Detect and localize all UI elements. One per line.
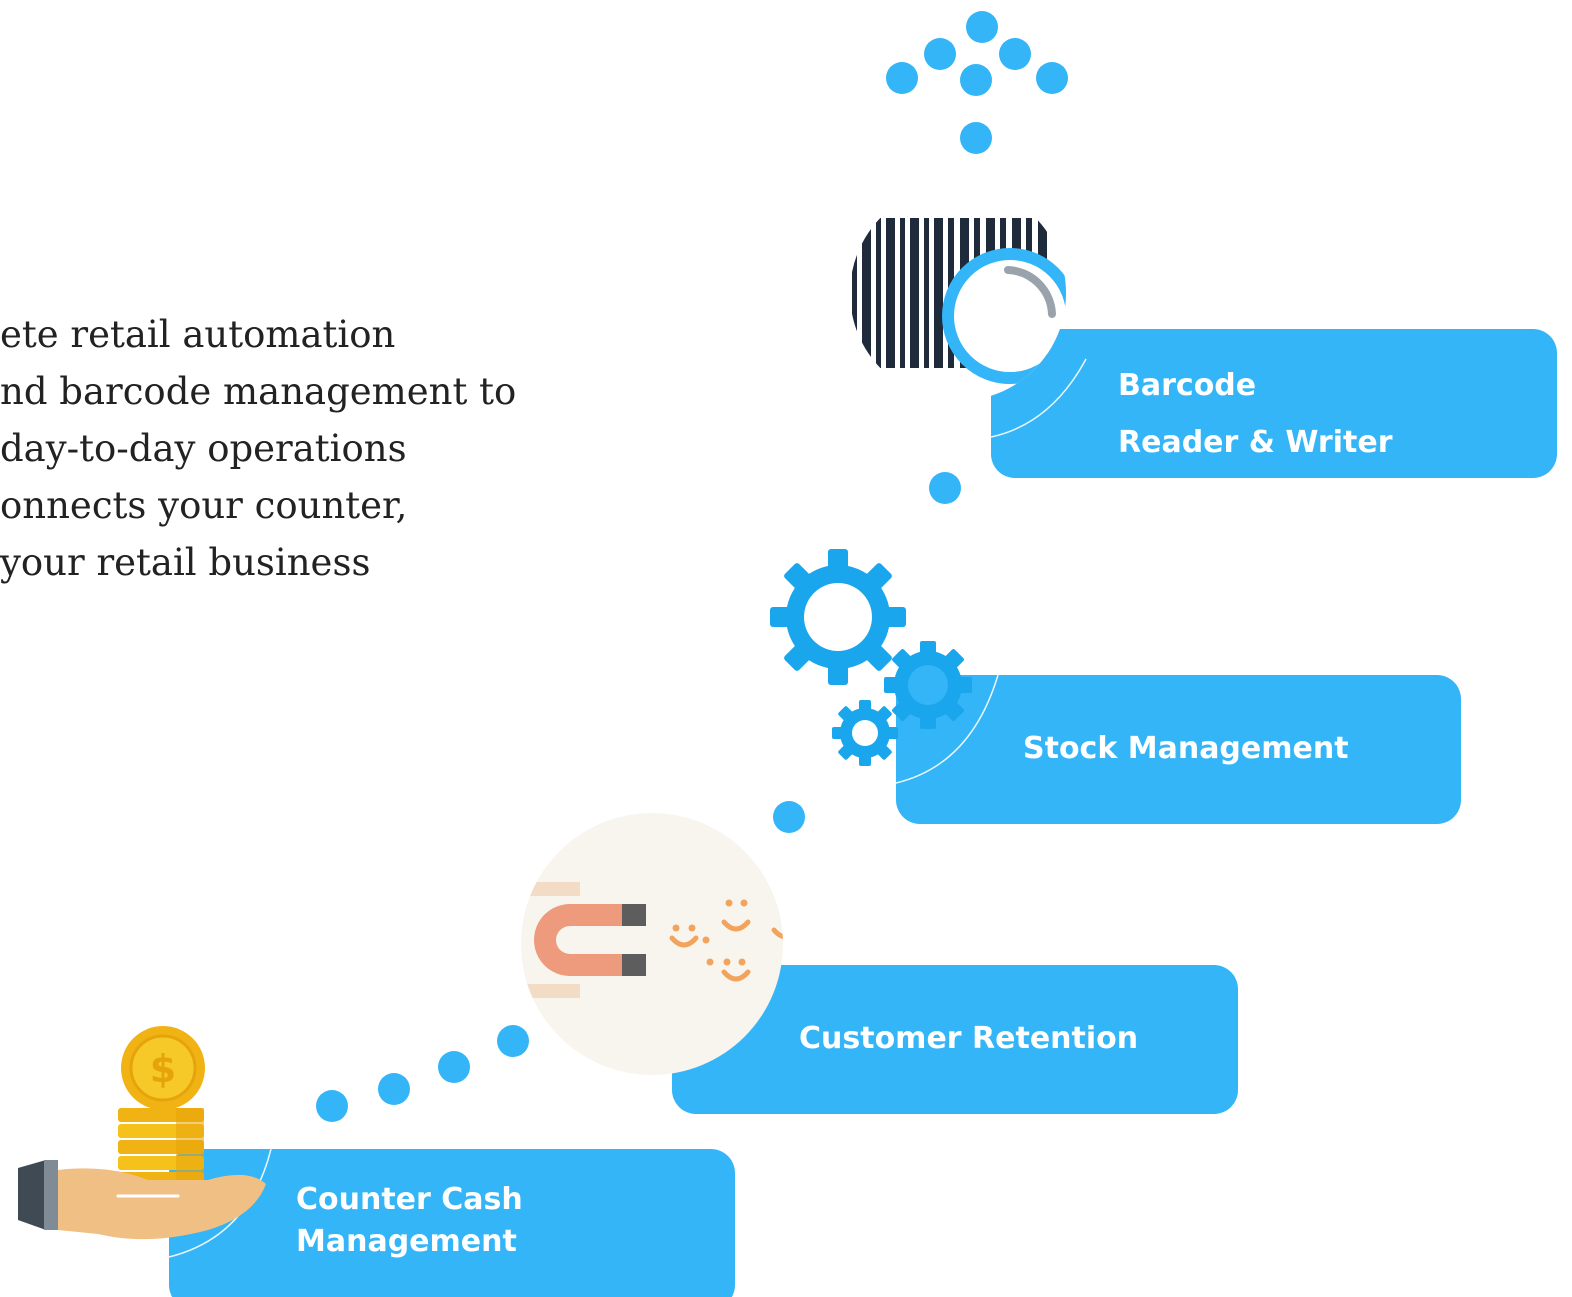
card-arc-decoration — [991, 358, 1087, 438]
intro-paragraph: ete retail automation nd barcode managem… — [0, 306, 560, 591]
step-label-stock: Stock Management — [1023, 731, 1349, 766]
path-dot — [378, 1073, 410, 1105]
intro-line: onnects your counter, — [0, 484, 408, 527]
path-dot — [966, 11, 998, 43]
step-label-cash: Counter Cash Management — [296, 1182, 523, 1259]
barcode-magnifier-icon — [850, 188, 1066, 401]
step-card-barcode: Barcode Reader & Writer — [991, 329, 1557, 478]
path-dot — [960, 122, 992, 154]
hand-coins-icon: $ — [18, 1026, 266, 1240]
gears-icon — [770, 549, 972, 766]
path-dot — [999, 38, 1031, 70]
step-label-retention: Customer Retention — [799, 1021, 1139, 1056]
path-dot — [438, 1051, 470, 1083]
card-arc-decoration — [896, 675, 999, 784]
card-arc-decoration — [169, 1149, 272, 1258]
path-dot — [929, 472, 961, 504]
path-dot — [886, 62, 918, 94]
path-dot — [316, 1090, 348, 1122]
path-dot — [924, 38, 956, 70]
step-card-cash: Counter Cash Management — [169, 1149, 735, 1297]
path-dot — [1036, 62, 1068, 94]
intro-line: day-to-day operations — [0, 427, 407, 470]
step-label-barcode: Barcode Reader & Writer — [1118, 368, 1393, 460]
intro-line: ete retail automation — [0, 313, 396, 356]
intro-line: your retail business — [0, 541, 371, 584]
path-dot — [773, 801, 805, 833]
step-card-stock: Stock Management — [896, 675, 1461, 824]
intro-line: nd barcode management to — [0, 370, 517, 413]
magnet-smileys-icon — [521, 813, 783, 1075]
path-dot — [497, 1025, 529, 1057]
path-dot — [960, 64, 992, 96]
svg-text:$: $ — [150, 1047, 176, 1091]
